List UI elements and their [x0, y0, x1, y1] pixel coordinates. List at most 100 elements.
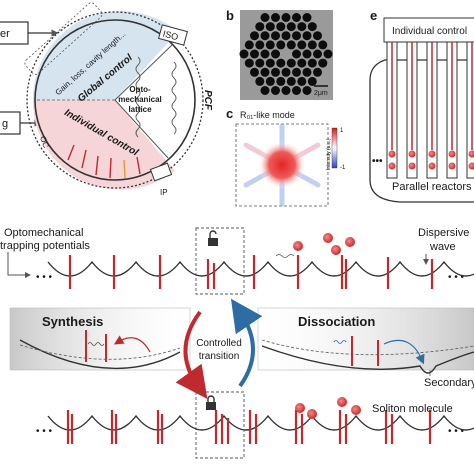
synthesis-box	[9, 307, 191, 371]
pcf-hole-24	[307, 40, 317, 50]
pcf-hole-3	[292, 13, 301, 22]
pcf-hole-43	[260, 67, 270, 77]
pcf-hole-33	[323, 49, 333, 59]
dissociation-box	[257, 307, 474, 371]
params-box	[24, 2, 103, 75]
pcf-hole-12	[260, 31, 270, 41]
panel-b-letter: b	[226, 8, 234, 23]
pcf-hole-53	[297, 76, 307, 86]
synthesis-label: Synthesis	[42, 314, 103, 329]
reactor-ball-0a	[388, 150, 396, 158]
trap-pointer	[7, 252, 31, 278]
pcf-hole-44	[271, 67, 280, 77]
synthesis-arrow	[113, 335, 151, 353]
ip-box	[149, 162, 173, 182]
reactor-ball-1b	[408, 162, 416, 170]
pcf-hole-32	[313, 49, 322, 59]
pulse-train-a	[67, 144, 141, 179]
iso-label: ISO	[162, 29, 180, 43]
pcf-hole-55	[260, 86, 270, 95]
pcf-hole-18	[244, 40, 254, 50]
pcf-hole-5	[255, 22, 265, 32]
lattice-label-1: Opto-	[129, 85, 151, 94]
pulses-top	[68, 255, 434, 289]
secondary-label: Secondary	[424, 377, 474, 389]
pcf-hole-57	[281, 86, 291, 95]
pcf-hole-52	[286, 76, 296, 86]
pcf-hole-15	[292, 31, 301, 41]
panel-c: c R₀₁-like mode 1 -1 Intensity (a.u.)	[226, 106, 346, 207]
mol-6	[307, 409, 317, 419]
pcf-hole-6	[265, 22, 275, 32]
mode-core	[258, 141, 306, 189]
pcf-hole-17	[313, 31, 322, 41]
pcf-hole-58	[292, 86, 301, 95]
pcf-hole-2	[281, 13, 291, 22]
colorbar-min: -1	[340, 165, 346, 171]
pcf-hole-56	[271, 86, 280, 95]
scale-bar-label: 2μm	[314, 90, 328, 97]
reactor-ball-2a	[428, 150, 436, 158]
mode-label: R₀₁-like mode	[240, 110, 295, 120]
pcf-hole-0	[260, 13, 270, 22]
pulse-a1	[67, 144, 75, 161]
unlock-icon	[208, 230, 218, 246]
trap-label-2: trapping potentials	[0, 240, 90, 252]
ellipsis-top-right: • • •	[448, 272, 465, 283]
pcf-hole-29	[271, 49, 280, 59]
pcf-hole-40	[307, 58, 317, 68]
colorbar-max: 1	[340, 128, 344, 134]
dissociation-well-dashed	[261, 339, 474, 356]
highlight-box-bottom	[195, 391, 245, 459]
mol-7	[337, 397, 347, 407]
dispersive-label-1: Dispersive	[418, 227, 469, 239]
mol-wave	[275, 254, 295, 258]
potential-wells-top	[47, 260, 474, 277]
mol-1	[293, 241, 303, 251]
controlled-label-2: transition	[199, 351, 240, 362]
seed-label: g	[2, 118, 8, 130]
mol-4	[345, 237, 355, 247]
pcf-hole-25	[318, 40, 328, 50]
lattice-label-3: lattice	[128, 105, 152, 114]
colorbar	[331, 127, 338, 169]
pulses-bottom	[66, 410, 432, 444]
reactor-ball-1a	[408, 150, 416, 158]
panel-b: b 2μm	[226, 8, 333, 100]
iso-box	[158, 24, 188, 46]
reactor-ball-0b	[388, 162, 396, 170]
panel-e-dots: •••	[372, 156, 383, 167]
pcf-hole-37	[276, 58, 286, 68]
pcf-hole-13	[271, 31, 280, 41]
mol-5	[295, 403, 305, 413]
pulse-a2	[81, 149, 87, 169]
pcf-hole-35	[255, 58, 265, 68]
pcf-hole-41	[318, 58, 328, 68]
reactor-ball-2b	[428, 162, 436, 170]
pcf-hole-34	[244, 58, 254, 68]
pcf-hole-16	[302, 31, 312, 41]
ellipsis-top-left: • • •	[36, 272, 53, 283]
pcf-hole-7	[276, 22, 286, 32]
pcf-hole-54	[307, 76, 317, 86]
pulse-a5	[123, 159, 126, 179]
pcf-hole-4	[302, 13, 312, 22]
global-control-sector	[32, 11, 178, 101]
pulse-a4	[109, 157, 112, 179]
pcf-hole-51	[276, 76, 286, 86]
mol-2	[323, 233, 333, 243]
soliton-molecule-label: Soliton molecule	[372, 403, 453, 415]
pcf-hole-45	[281, 67, 291, 77]
pcf-holes	[239, 13, 333, 95]
pulse-a6	[136, 156, 141, 175]
individual-control-e: Individual control	[392, 26, 467, 37]
pcf-hole-8	[286, 22, 296, 32]
sector-divider-2	[114, 99, 169, 159]
lattice-wave	[135, 56, 141, 138]
pcf-hole-49	[255, 76, 265, 86]
pcf-hole-14	[281, 31, 291, 41]
trap-label-1: Optomechanical	[4, 227, 84, 239]
potential-wells-bottom	[47, 414, 474, 431]
ellipsis-bottom-right: • • •	[448, 426, 465, 437]
